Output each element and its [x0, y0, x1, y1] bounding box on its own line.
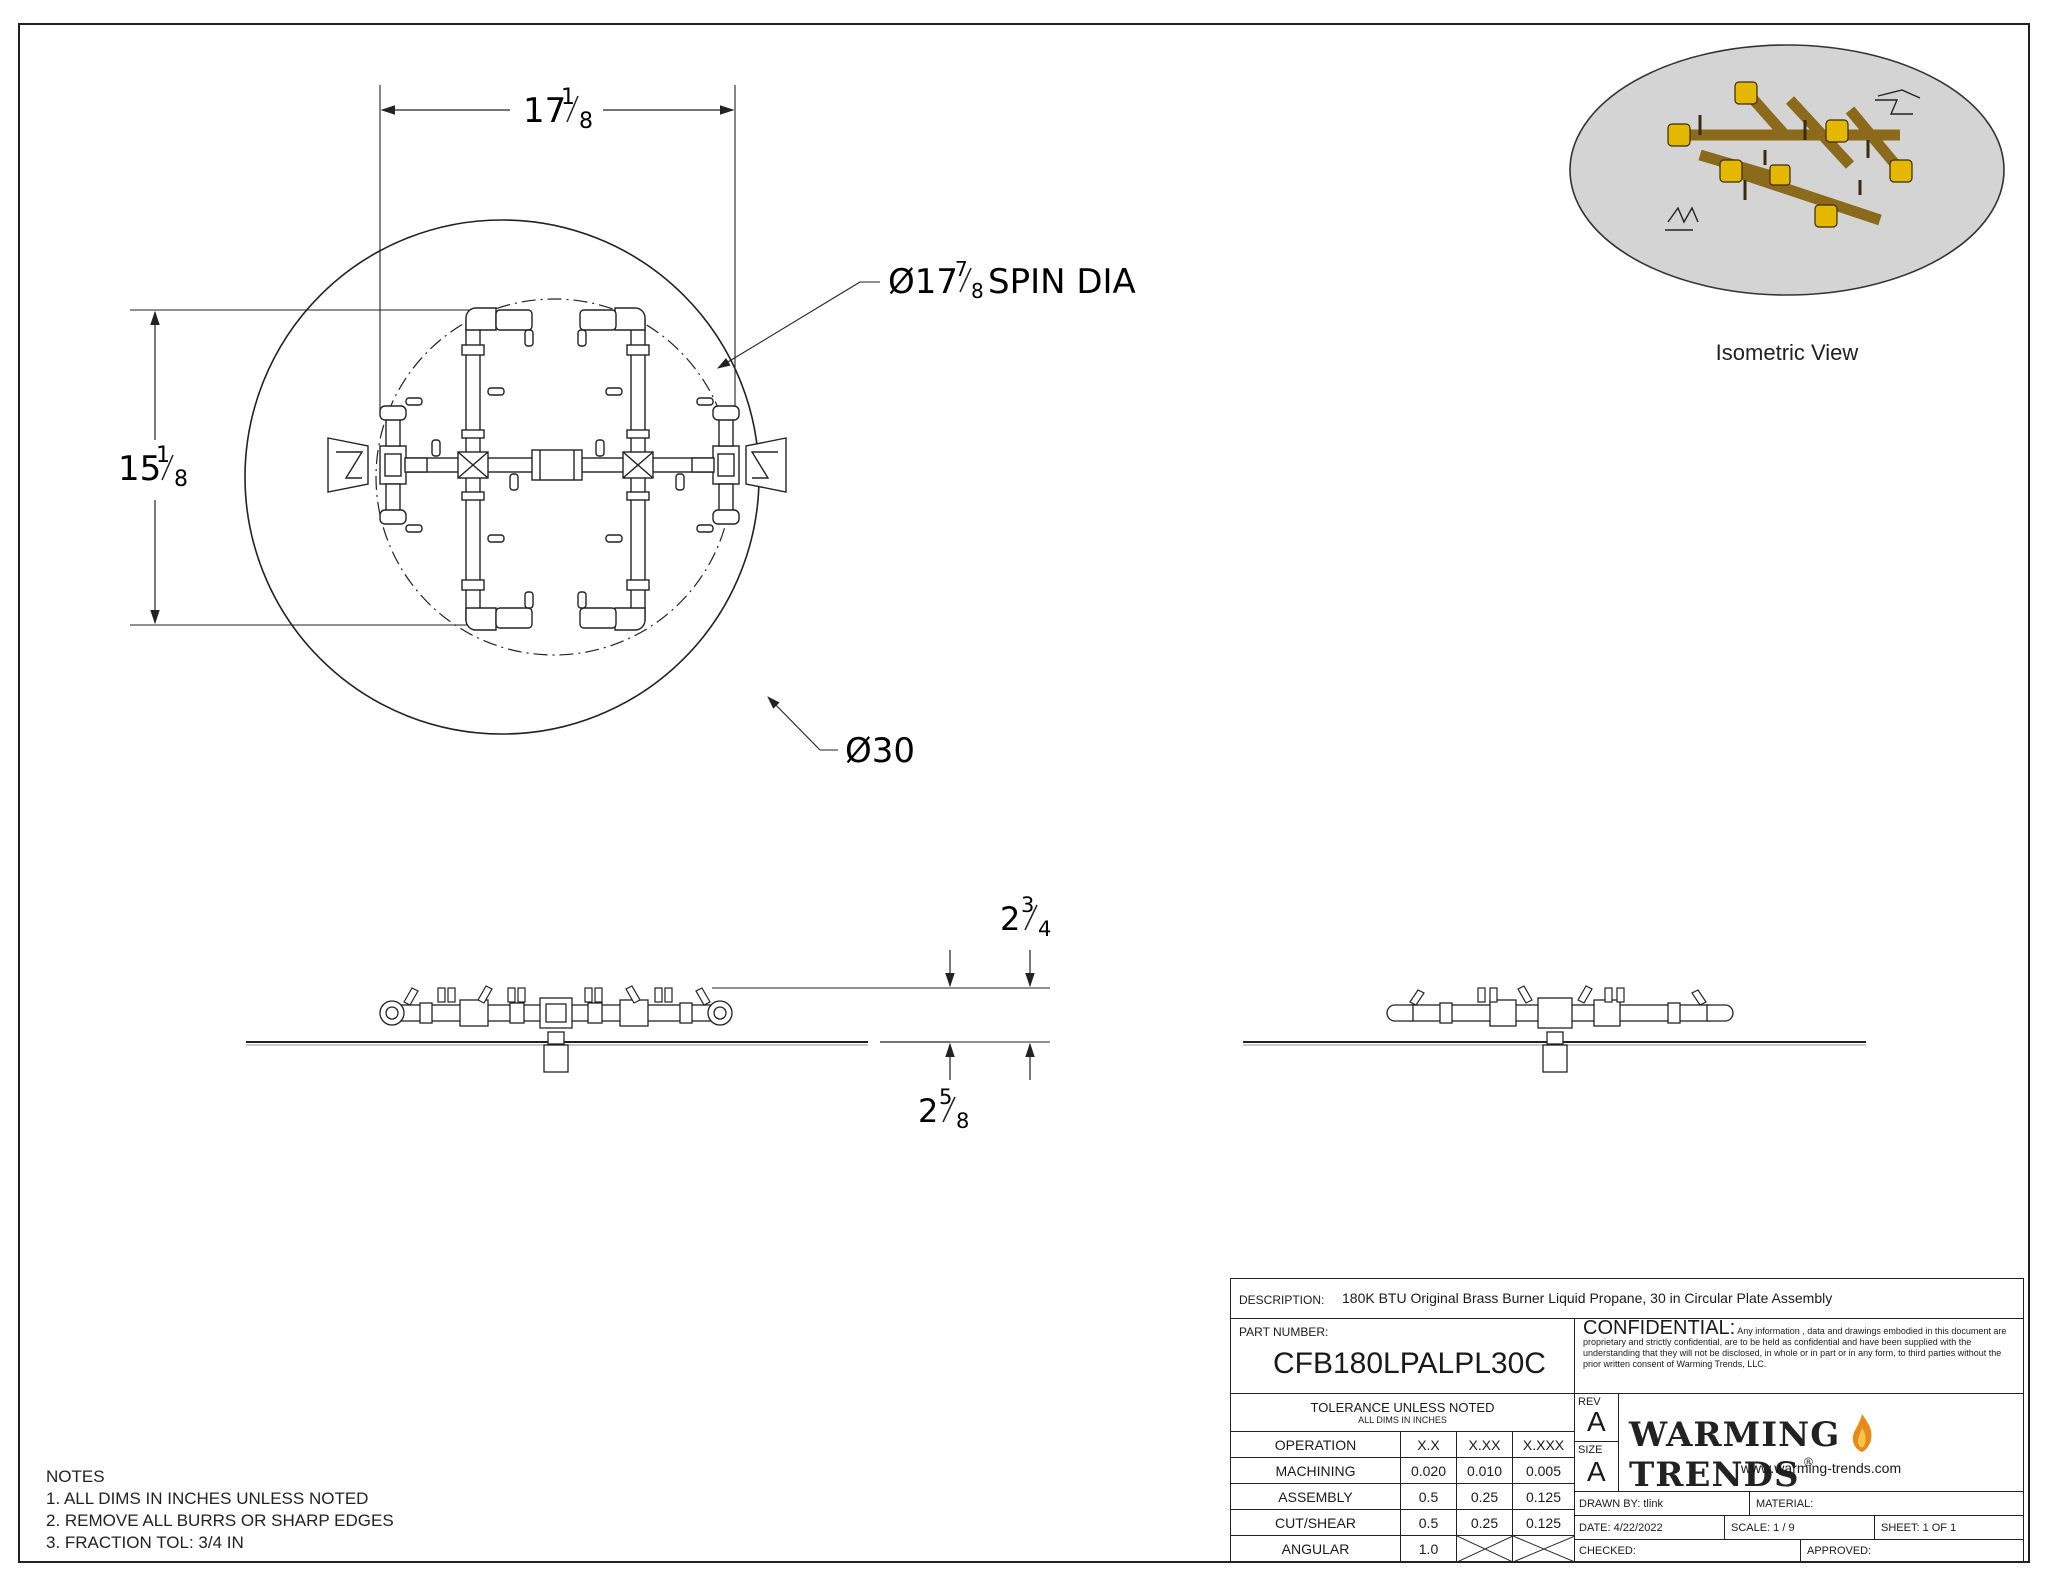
- logo-word-right: TRENDS: [1629, 1455, 1800, 1495]
- tol-row-label: MACHINING: [1231, 1458, 1401, 1484]
- tol-row-value: 1.0: [1401, 1536, 1457, 1562]
- notes-block: NOTES 1. ALL DIMS IN INCHES UNLESS NOTED…: [46, 1466, 394, 1554]
- tol-col-operation: OPERATION: [1231, 1432, 1401, 1458]
- spin-dia-prefix: Ø17: [888, 262, 958, 302]
- tol-row-value: 0.5: [1401, 1484, 1457, 1510]
- confidential-title: CONFIDENTIAL:: [1583, 1317, 1736, 1339]
- tol-row-value: 0.5: [1401, 1510, 1457, 1536]
- dim-bottom-whole: 2: [918, 1092, 938, 1130]
- tol-row-value: 0.020: [1401, 1458, 1457, 1484]
- scale: SCALE: 1 / 9: [1725, 1516, 1875, 1540]
- note-item: 2. REMOVE ALL BURRS OR SHARP EDGES: [46, 1511, 394, 1530]
- side-view-left: 2 3 4 2 5 8: [246, 893, 1051, 1133]
- dim-height-whole: 15: [118, 449, 161, 489]
- approved: APPROVED:: [1807, 1545, 1872, 1557]
- isometric-view: Isometric View: [1569, 44, 2005, 365]
- tol-row-value: 0.125: [1513, 1484, 1575, 1510]
- top-view: 17 1 8 15 1 8 Ø17 7 8 SPIN DIA Ø30: [118, 85, 1136, 771]
- tol-row-label: CUT/SHEAR: [1231, 1510, 1401, 1536]
- inlet-right: [745, 437, 787, 493]
- flame-icon: [1852, 1414, 1872, 1452]
- spin-dia-num: 7: [955, 257, 968, 281]
- description-label: DESCRIPTION:: [1239, 1293, 1325, 1307]
- plate-dia-label: Ø30: [845, 731, 915, 771]
- size-label: SIZE: [1578, 1444, 1603, 1456]
- tol-row-value: 0.125: [1513, 1510, 1575, 1536]
- checked: CHECKED:: [1575, 1540, 1801, 1562]
- note-item: 1. ALL DIMS IN INCHES UNLESS NOTED: [46, 1489, 369, 1508]
- dim-width-den: 8: [579, 109, 593, 134]
- isometric-view-label: Isometric View: [1716, 340, 1859, 365]
- logo-word-left: WARMING: [1629, 1415, 1841, 1455]
- dim-top-den: 4: [1038, 917, 1051, 941]
- date: DATE: 4/22/2022: [1575, 1516, 1725, 1540]
- tol-row-value: 0.005: [1513, 1458, 1575, 1484]
- spin-dia-suffix: SPIN DIA: [988, 262, 1136, 302]
- sheet: SHEET: 1 OF 1: [1875, 1516, 2023, 1540]
- size-value: A: [1587, 1456, 1606, 1487]
- size-cell: SIZE A: [1575, 1442, 1619, 1492]
- title-block: DESCRIPTION: 180K BTU Original Brass Bur…: [1230, 1278, 2024, 1563]
- dim-width-whole: 17: [523, 91, 566, 131]
- part-number-cell: PART NUMBER: CFB180LPALPL30C: [1231, 1319, 1575, 1394]
- tolerance-title: TOLERANCE UNLESS NOTED: [1310, 1400, 1495, 1415]
- dim-top-whole: 2: [1000, 900, 1020, 938]
- dim-height-num: 1: [156, 443, 170, 468]
- tolerance-sub: ALL DIMS IN INCHES: [1358, 1415, 1447, 1425]
- part-number: CFB180LPALPL30C: [1273, 1347, 1546, 1380]
- tol-row-value: 0.25: [1457, 1510, 1513, 1536]
- drawing-border: [18, 23, 2030, 1563]
- spin-dia-den: 8: [971, 279, 984, 303]
- description-row: DESCRIPTION: 180K BTU Original Brass Bur…: [1231, 1279, 2023, 1319]
- tol-col-xxx: X.XX: [1457, 1432, 1513, 1458]
- rev-cell: REV A: [1575, 1394, 1619, 1442]
- tol-row-value: 0.010: [1457, 1458, 1513, 1484]
- description-text: 180K BTU Original Brass Burner Liquid Pr…: [1342, 1290, 1833, 1306]
- tol-row-value: 0.25: [1457, 1484, 1513, 1510]
- confidential-text: Any information , data and drawings embo…: [1583, 1326, 2007, 1369]
- rev-label: REV: [1578, 1396, 1601, 1408]
- dim-bottom-num: 5: [939, 1085, 952, 1109]
- drawn-by: DRAWN BY: tlink: [1575, 1492, 1750, 1516]
- dim-width-num: 1: [561, 85, 575, 110]
- side-view-right: [1243, 985, 1866, 1073]
- tol-row-label: ASSEMBLY: [1231, 1484, 1401, 1510]
- burner-manifold: [379, 307, 740, 631]
- company-logo: WARMING TRENDS ®: [1629, 1412, 2023, 1495]
- tol-cross-cell: [1456, 1535, 1514, 1563]
- confidential-cell: CONFIDENTIAL: Any information , data and…: [1575, 1317, 2023, 1394]
- dim-bottom-den: 8: [956, 1109, 969, 1133]
- dim-height-den: 8: [174, 467, 188, 492]
- notes-title: NOTES: [46, 1467, 105, 1486]
- tol-cross-cell: [1512, 1535, 1576, 1563]
- logo-cell: WARMING TRENDS ® www.warming-trends.com: [1619, 1394, 2023, 1495]
- tol-col-xxxx: X.XXX: [1513, 1432, 1575, 1458]
- tolerance-table: OPERATION X.X X.XX X.XXX MACHINING 0.020…: [1231, 1432, 1576, 1563]
- tol-col-xx: X.X: [1401, 1432, 1457, 1458]
- registered-mark-icon: ®: [1804, 1455, 1813, 1469]
- website-text: www.warming-trends.com: [1740, 1460, 1902, 1476]
- rev-value: A: [1587, 1406, 1606, 1437]
- tol-row-label: ANGULAR: [1231, 1536, 1401, 1562]
- note-item: 3. FRACTION TOL: 3/4 IN: [46, 1533, 244, 1552]
- inlet-left: [327, 437, 369, 493]
- tolerance-header: TOLERANCE UNLESS NOTED ALL DIMS IN INCHE…: [1231, 1394, 1575, 1432]
- dim-top-num: 3: [1021, 893, 1034, 917]
- part-number-label: PART NUMBER:: [1239, 1325, 1329, 1339]
- material: MATERIAL:: [1750, 1492, 2023, 1516]
